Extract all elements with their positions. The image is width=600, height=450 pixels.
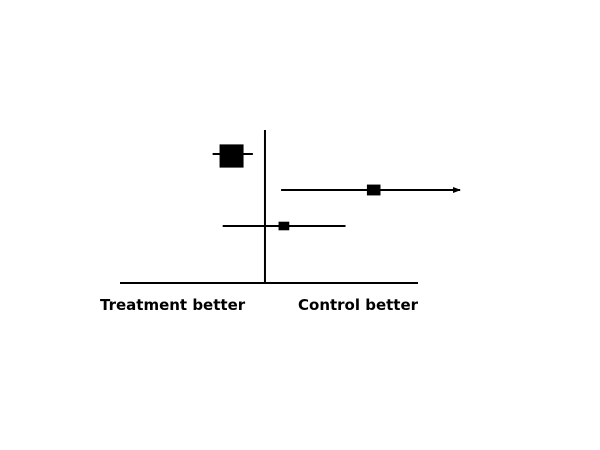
study-row [222, 221, 346, 231]
control-better-label: Control better [298, 296, 419, 314]
point-estimate-marker [366, 184, 381, 196]
point-estimate-marker [219, 144, 244, 168]
study-row [281, 184, 461, 196]
point-estimate-marker [278, 221, 290, 231]
studies-layer [212, 144, 461, 231]
treatment-better-label: Treatment better [100, 296, 246, 314]
study-row [212, 144, 253, 168]
